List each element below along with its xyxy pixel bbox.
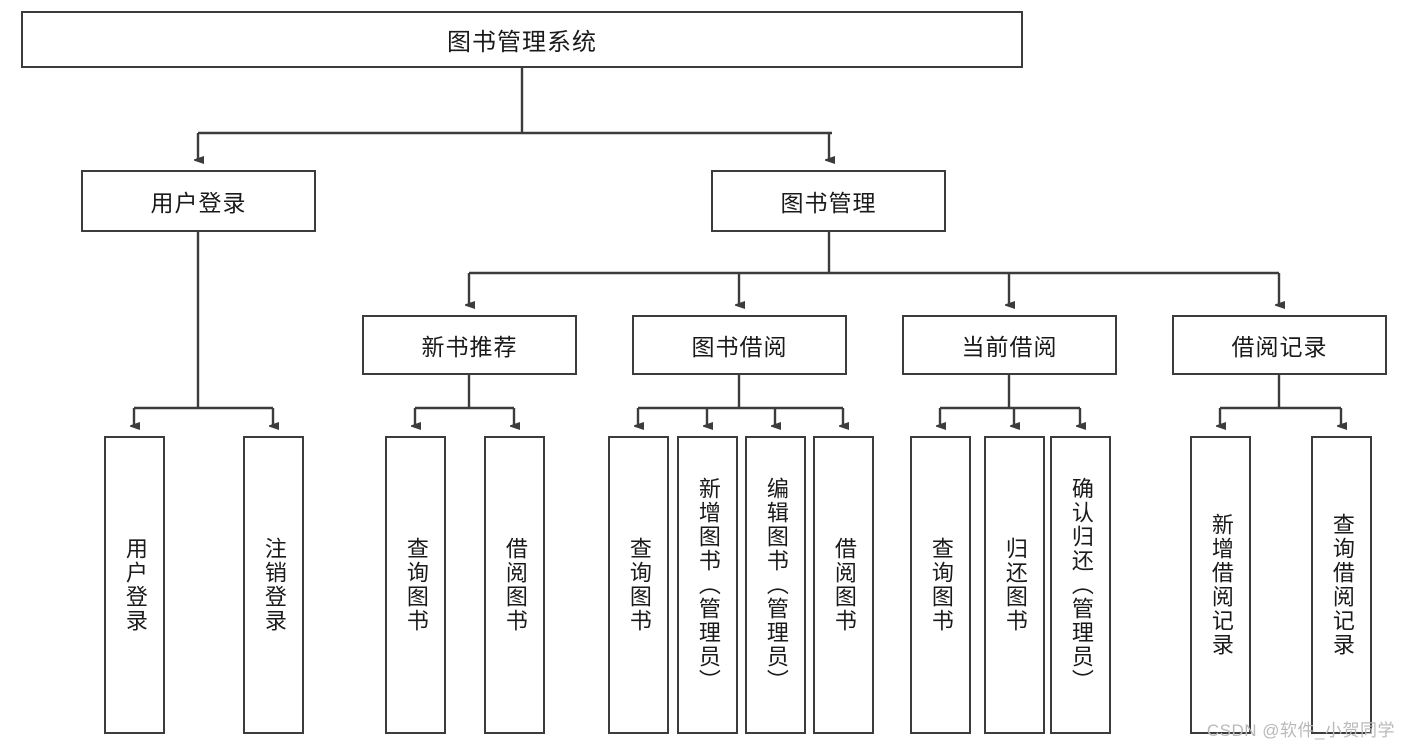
node-book-borrow-label: 图书借阅 bbox=[691, 334, 788, 360]
node-leaf-edit-book[interactable]: 编辑图书（管理员） bbox=[745, 436, 806, 734]
node-current-borrow[interactable]: 当前借阅 bbox=[902, 315, 1117, 375]
node-leaf-add-book[interactable]: 新增图书（管理员） bbox=[677, 436, 738, 734]
node-leaf-query-record[interactable]: 查询借阅记录 bbox=[1311, 436, 1372, 734]
node-leaf-query-book-1[interactable]: 查询图书 bbox=[385, 436, 446, 734]
node-borrow-record[interactable]: 借阅记录 bbox=[1172, 315, 1387, 375]
node-leaf-logout[interactable]: 注销登录 bbox=[243, 436, 304, 734]
node-leaf-query-record-label: 查询借阅记录 bbox=[1329, 513, 1355, 657]
node-leaf-query-book-2[interactable]: 查询图书 bbox=[608, 436, 669, 734]
node-root[interactable]: 图书管理系统 bbox=[21, 11, 1023, 68]
node-leaf-confirm-return-label: 确认归还（管理员） bbox=[1068, 477, 1094, 693]
node-new-book-recommend[interactable]: 新书推荐 bbox=[362, 315, 577, 375]
node-leaf-confirm-return[interactable]: 确认归还（管理员） bbox=[1050, 436, 1111, 734]
node-user-login-label: 用户登录 bbox=[150, 190, 247, 216]
node-user-login[interactable]: 用户登录 bbox=[81, 170, 316, 232]
node-new-book-recommend-label: 新书推荐 bbox=[421, 334, 518, 360]
node-book-manage[interactable]: 图书管理 bbox=[711, 170, 946, 232]
node-leaf-query-book-3[interactable]: 查询图书 bbox=[910, 436, 971, 734]
node-book-borrow[interactable]: 图书借阅 bbox=[632, 315, 847, 375]
node-current-borrow-label: 当前借阅 bbox=[961, 334, 1058, 360]
csdn-watermark: CSDN @软件_小贺同学 bbox=[1206, 721, 1395, 740]
node-leaf-user-login[interactable]: 用户登录 bbox=[104, 436, 165, 734]
node-leaf-borrow-book-2-label: 借阅图书 bbox=[831, 537, 857, 633]
node-leaf-query-book-1-label: 查询图书 bbox=[403, 537, 429, 633]
node-leaf-edit-book-label: 编辑图书（管理员） bbox=[763, 477, 789, 693]
node-leaf-user-login-label: 用户登录 bbox=[122, 537, 148, 633]
node-leaf-return-book[interactable]: 归还图书 bbox=[984, 436, 1045, 734]
node-leaf-logout-label: 注销登录 bbox=[261, 537, 287, 633]
node-leaf-add-record[interactable]: 新增借阅记录 bbox=[1190, 436, 1251, 734]
node-borrow-record-label: 借阅记录 bbox=[1231, 334, 1328, 360]
node-root-label: 图书管理系统 bbox=[447, 29, 597, 56]
node-leaf-borrow-book-2[interactable]: 借阅图书 bbox=[813, 436, 874, 734]
node-leaf-add-book-label: 新增图书（管理员） bbox=[695, 477, 721, 693]
node-leaf-query-book-3-label: 查询图书 bbox=[928, 537, 954, 633]
node-leaf-borrow-book-1[interactable]: 借阅图书 bbox=[484, 436, 545, 734]
node-book-manage-label: 图书管理 bbox=[780, 190, 877, 216]
node-leaf-add-record-label: 新增借阅记录 bbox=[1208, 513, 1234, 657]
node-leaf-return-book-label: 归还图书 bbox=[1002, 537, 1028, 633]
node-leaf-borrow-book-1-label: 借阅图书 bbox=[502, 537, 528, 633]
node-leaf-query-book-2-label: 查询图书 bbox=[626, 537, 652, 633]
